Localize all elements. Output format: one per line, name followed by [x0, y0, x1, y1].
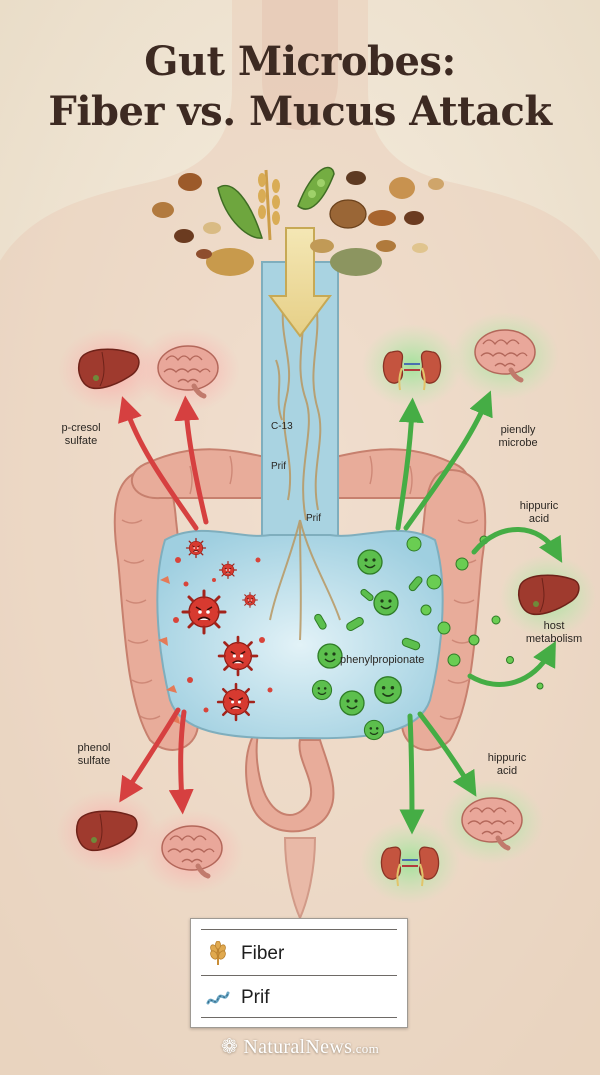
- legend-item-fiber: Fiber: [205, 939, 284, 969]
- watermark-suffix: .com: [352, 1041, 380, 1056]
- label-phenylpropionate: phenylpropionate: [340, 654, 425, 666]
- legend-label-prif: Prif: [241, 987, 270, 1008]
- legend-label-fiber: Fiber: [241, 943, 285, 964]
- label-phenol-sulfate: phenol sulfate: [77, 742, 111, 767]
- harmful-arrows: [118, 395, 209, 815]
- harmful-microbes: [158, 537, 273, 724]
- title-line-2: Fiber vs. Mucus Attack: [48, 88, 552, 135]
- mucin-strand-icon: [206, 991, 230, 1005]
- green-glow-kidney-bottom: [360, 820, 460, 904]
- green-glow-kidney-top: [362, 324, 462, 408]
- legend-divider-top: [201, 929, 397, 930]
- food-pile: [152, 166, 444, 276]
- neck-shading: [262, 0, 338, 130]
- rectum-tube: [283, 837, 317, 921]
- label-p-cresol-sulfate: p-cresol sulfate: [61, 422, 101, 447]
- label-host-metabolism: host metabolism: [525, 620, 583, 645]
- label-hippuric-acid-top: hippuric acid: [519, 500, 559, 525]
- legend-item-prif: Prif: [205, 983, 270, 1013]
- wheat-icon: [210, 941, 226, 965]
- legend-divider-bottom: [201, 1017, 397, 1018]
- beneficial-arrows: [395, 390, 563, 835]
- label-prif-1: Prif: [271, 461, 286, 472]
- label-prif-2: Prif: [306, 513, 321, 524]
- sigmoid-colon: [245, 719, 335, 833]
- legend: Fiber Prif: [190, 918, 408, 1028]
- legend-divider-middle: [201, 975, 397, 976]
- watermark-leaf-icon: ❁: [220, 1036, 244, 1058]
- label-piendly-microbe: piendly microbe: [498, 424, 538, 449]
- watermark: ❁ NaturalNews.com: [0, 1034, 600, 1059]
- label-c13: C-13: [271, 421, 293, 432]
- title-line-1: Gut Microbes:: [144, 38, 456, 85]
- label-hippuric-acid-bottom: hippuric acid: [487, 752, 527, 777]
- fiber-down-arrow: [268, 227, 332, 338]
- watermark-brand: NaturalNews: [243, 1036, 353, 1058]
